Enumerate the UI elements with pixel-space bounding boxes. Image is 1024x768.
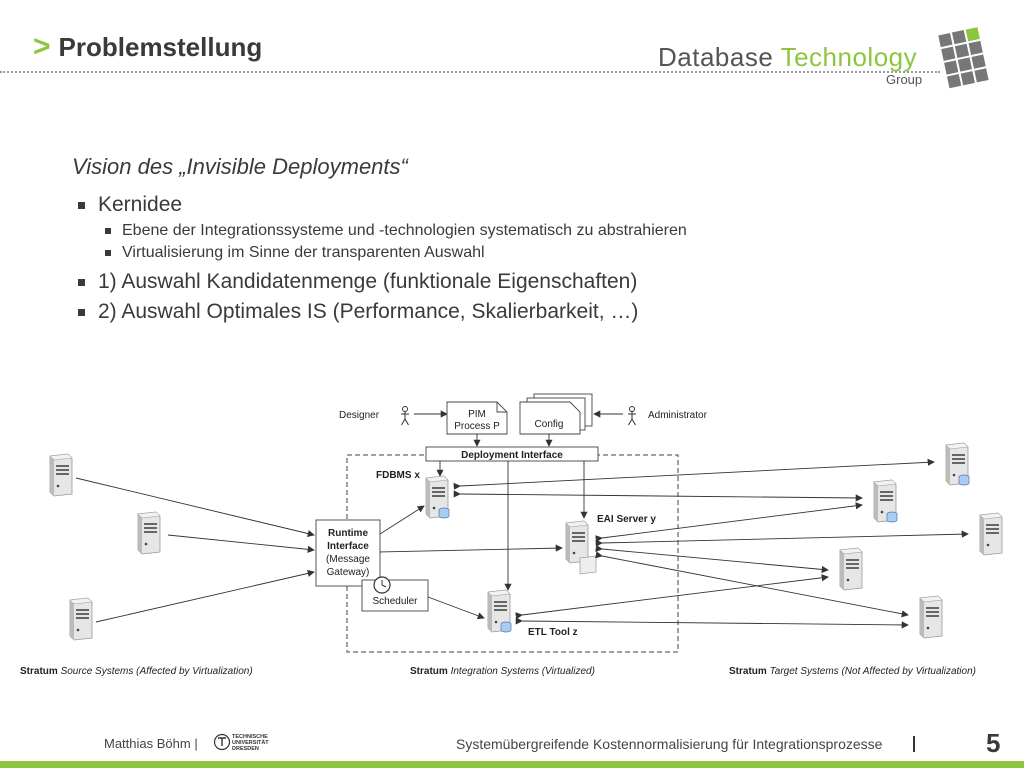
logo-wordmark: Database Technology [658,42,917,73]
bullet-square-icon [105,228,111,234]
deployment-interface-label: Deployment Interface [461,450,563,461]
sub-bullet: Virtualisierung im Sinne der transparent… [105,244,485,262]
bullet-text: 1) Auswahl Kandidatenmenge (funktionale … [98,270,638,293]
footer-author: Matthias Böhm | [104,736,198,751]
logo-grid-icon [938,27,989,89]
etl-server-icon [488,590,511,632]
runtime-label-line1: Runtime [328,528,368,539]
sub-bullet-text: Virtualisierung im Sinne der transparent… [122,244,485,261]
footer-title: Systemübergreifende Kostennormalisierung… [456,736,883,752]
tud-logo-icon: TECHNISCHE UNIVERSITÄT DRESDEN [214,733,269,752]
target-server-icon [874,480,897,522]
bullet-auswahl-kandidaten: 1) Auswahl Kandidatenmenge (funktionale … [78,270,637,294]
bottom-accent-bar [0,761,1024,768]
designer-person-icon [400,406,410,426]
bullet-kernidee: Kernidee [78,193,182,217]
target-server-icon [946,443,969,485]
process-p-label: Process P [454,421,500,432]
bullet-square-icon [78,308,85,316]
logo-word-group: Group [886,72,923,87]
bullet-square-icon [78,278,85,286]
sub-bullet: Ebene der Integrationssysteme und -techn… [105,222,687,240]
pim-label: PIM [468,409,486,420]
config-label: Config [535,419,564,430]
source-server-icon [137,511,161,555]
stratum-target-label: Stratum Target Systems (Not Affected by … [729,666,976,677]
designer-label: Designer [339,410,380,421]
target-server-icon [919,595,943,639]
fdbms-label: FDBMS x [376,470,420,481]
etl-label: ETL Tool z [528,627,578,638]
logo-word-database: Database [658,42,774,72]
scheduler-box [361,579,429,612]
pim-document-icon [446,401,508,435]
sub-bullet-text: Ebene der Integrationssysteme und -techn… [122,222,687,239]
source-server-icon [49,453,73,497]
stratum-source-label: Stratum Source Systems (Affected by Virt… [20,666,253,677]
config-document-icon [519,401,581,435]
bullet-text: Kernidee [98,193,183,216]
svg-text:DRESDEN: DRESDEN [232,746,259,752]
bullet-auswahl-optimal: 2) Auswahl Optimales IS (Performance, Sk… [78,300,638,324]
eai-label: EAI Server y [597,514,656,525]
eai-server-icon [565,520,589,564]
runtime-interface-box [315,519,381,587]
runtime-label-line3: (Message [326,554,370,565]
bullet-text: 2) Auswahl Optimales IS (Performance, Sk… [98,300,639,323]
target-server-icon [839,547,863,591]
runtime-label-line4: Gateway) [327,567,370,578]
scheduler-label: Scheduler [372,596,418,607]
bullet-square-icon [78,201,85,209]
vision-heading: Vision des „Invisible Deployments“ [72,154,408,179]
bullet-square-icon [105,250,111,256]
runtime-label-line2: Interface [327,541,369,552]
logo-word-technology: Technology [780,42,918,72]
page-title: Problemstellung [58,32,263,62]
title-arrow: > [33,30,51,63]
target-server-icon [979,512,1003,556]
title-row: > Problemstellung [33,30,262,64]
svg-text:UNIVERSITÄT: UNIVERSITÄT [232,739,269,746]
administrator-label: Administrator [648,410,708,421]
footer-separator [913,736,915,752]
fdbms-server-icon [426,476,449,518]
architecture-diagram: Designer Administrator PIM Process P Con… [20,393,1003,677]
svg-text:TECHNISCHE: TECHNISCHE [232,734,268,740]
title-divider [0,71,940,73]
page-number: 5 [986,728,1001,758]
stratum-integration-label: Stratum Integration Systems (Virtualized… [410,666,595,677]
source-server-icon [69,597,93,641]
administrator-person-icon [627,406,637,426]
